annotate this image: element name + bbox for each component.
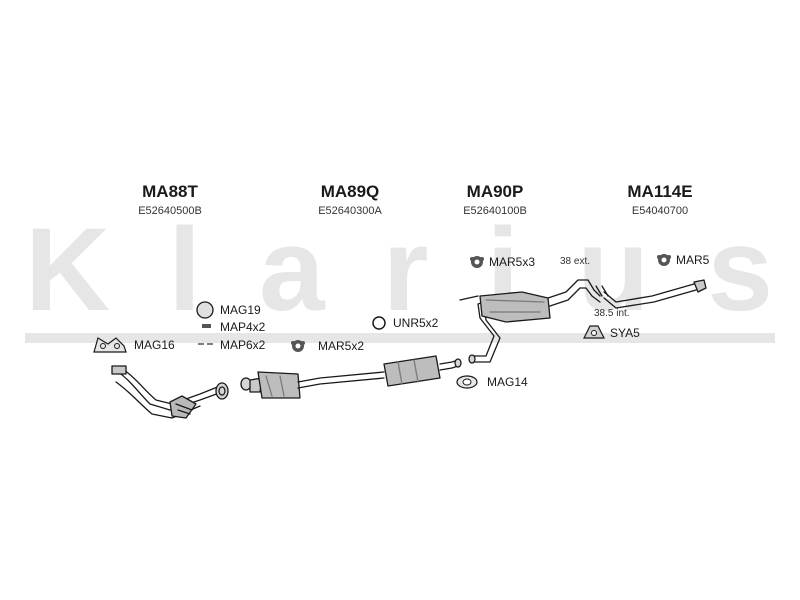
unr5x2-icon xyxy=(372,316,386,330)
section-code-ma88t: MA88T xyxy=(142,182,198,201)
mar5x3-icon xyxy=(470,256,484,268)
mar5-icon xyxy=(657,254,671,266)
part-label-unr5x2: UNR5x2 xyxy=(393,316,439,330)
section-code-ma90p: MA90P xyxy=(466,182,524,201)
map4x2-icon xyxy=(202,324,211,328)
section-oem-ma114e: E54040700 xyxy=(631,205,689,217)
part-label-mar5: MAR5 xyxy=(676,253,710,267)
section-oem-ma90p: E52640100B xyxy=(463,205,527,217)
part-label-mag14: MAG14 xyxy=(487,375,528,389)
rear-pipe xyxy=(459,295,501,364)
rear-silencer xyxy=(479,291,551,323)
part-label-map4x2: MAP4x2 xyxy=(220,320,266,334)
front-downpipe xyxy=(111,365,229,419)
note-external-diameter: 38 ext. xyxy=(560,256,591,267)
front-silencer xyxy=(240,371,385,399)
part-label-mar5x2: MAR5x2 xyxy=(318,339,365,353)
section-code-ma89q: MA89Q xyxy=(320,182,380,201)
part-label-sya5: SYA5 xyxy=(610,326,640,340)
part-label-mag16: MAG16 xyxy=(134,338,175,352)
part-label-map6x2: MAP6x2 xyxy=(220,338,266,352)
intermediate-silencer xyxy=(383,355,462,387)
section-oem-ma88t: E52640500B xyxy=(138,205,202,217)
mag14-icon xyxy=(456,375,478,389)
sya5-icon xyxy=(583,325,605,339)
mag16-icon xyxy=(93,337,127,353)
tailpipe xyxy=(547,279,707,309)
part-label-mar5x3: MAR5x3 xyxy=(489,255,536,269)
section-code-ma114e: MA114E xyxy=(627,182,693,201)
part-label-mag19: MAG19 xyxy=(220,303,261,317)
mag19-icon xyxy=(196,301,214,319)
mar5x2-icon xyxy=(291,340,305,352)
note-internal-diameter: 38.5 int. xyxy=(594,308,630,319)
section-oem-ma89q: E52640300A xyxy=(318,205,382,217)
watermark-underline xyxy=(25,333,775,343)
